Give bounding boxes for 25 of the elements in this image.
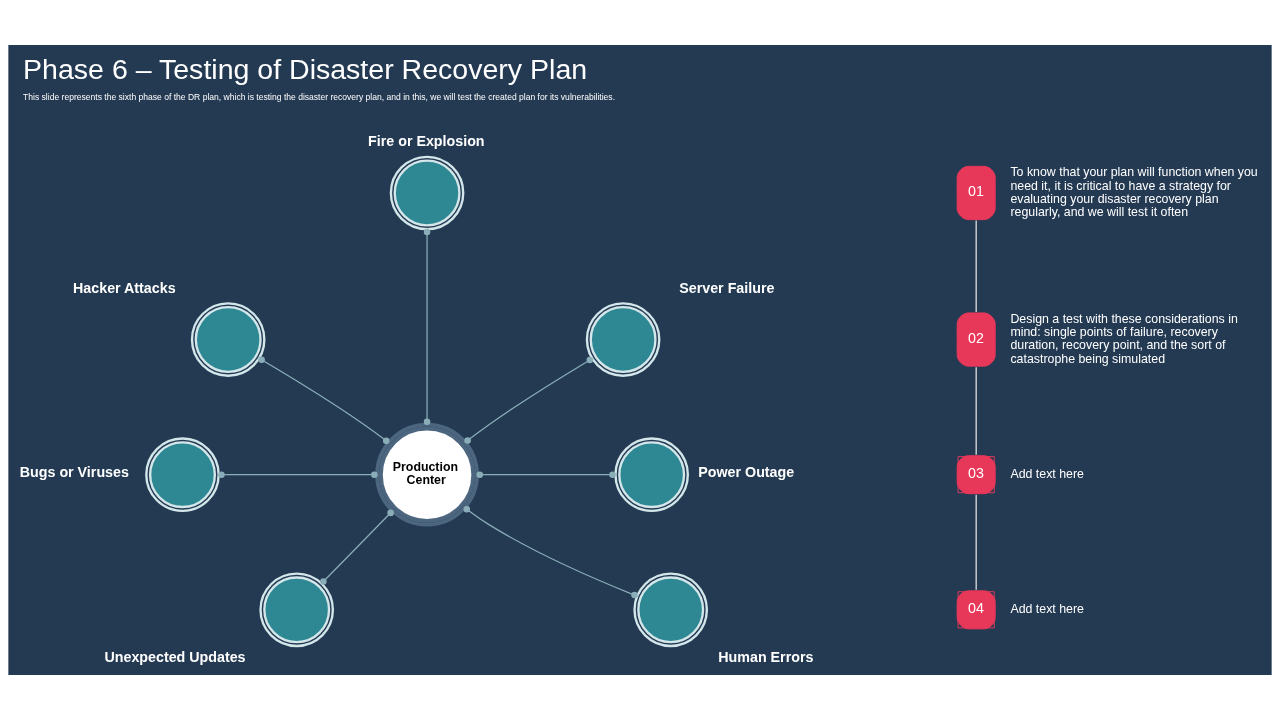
diagram-title: Phase 6 – Testing of Disaster Recovery Plan [23,52,588,85]
node-label: Server Failure [679,279,775,296]
node-label: Human Errors [718,649,814,666]
connector [463,506,638,599]
connector [975,366,977,456]
connector [423,228,431,426]
connector [258,356,390,445]
node-label: Design a test with these considerations in mind: single points of failure, recovery duration, recovery point, and the sort of catastrophe being simulated [1010,311,1238,366]
connector [476,471,616,478]
connector [464,356,594,444]
connector [218,471,378,478]
node-label: To know that your plan will function when you need it, it is critical to have a strategy for evaluating your disaster recovery plan regularly, and we will test it often [1010,165,1258,220]
node-label: Power Outage [698,464,795,481]
node-circle [259,572,335,648]
node-label: Unexpected Updates [104,649,246,666]
connector [975,219,977,313]
node-circle [389,155,465,231]
node-label: Fire or Explosion [368,133,485,150]
caption: This slide represents the sixth phase of the DR plan, which is testing the disaster recovery plan, and in this, we will test the created plan for its vulnerabilities. [23,91,616,102]
node-label: Add text here [1010,466,1084,481]
node-label: Bugs or Viruses [19,464,129,481]
node-label: Hacker Attacks [73,279,176,296]
connector [975,494,977,591]
connector [320,509,394,585]
node-label: Add text here [1010,602,1084,617]
